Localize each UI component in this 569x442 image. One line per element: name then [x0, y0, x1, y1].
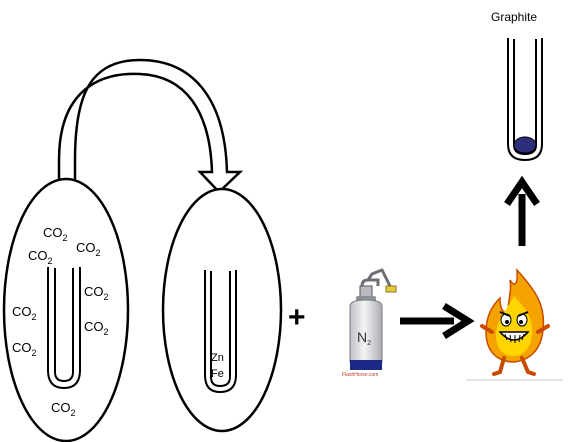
co2-label: CO2 [84, 319, 109, 337]
plus-sign: + [288, 301, 306, 334]
right-arrow-icon [400, 303, 475, 339]
svg-text:CO2: CO2 [12, 340, 37, 358]
flame-mascot-icon [466, 267, 563, 381]
co2-label: CO2 [12, 340, 37, 358]
svg-text:CO2: CO2 [84, 319, 109, 337]
svg-text:CO2: CO2 [28, 248, 53, 266]
middle-ellipse [161, 187, 283, 433]
graphite-label: Graphite [491, 10, 537, 24]
co2-label: CO2 [51, 400, 76, 418]
svg-text:CO2: CO2 [51, 400, 76, 418]
zn-label: Zn [211, 352, 224, 364]
test-tube-icon [47, 267, 81, 390]
graphite-tube: Graphite [491, 10, 543, 162]
co2-label: CO2 [12, 304, 37, 322]
up-arrow-icon [504, 175, 540, 246]
transfer-arrow-icon [57, 58, 244, 194]
svg-text:CO2: CO2 [12, 304, 37, 322]
left-ellipse [2, 177, 130, 442]
co2-container: CO2 CO2 CO2 CO2 CO2 CO2 CO2 CO2 [2, 177, 130, 442]
co2-label: CO2 [43, 225, 68, 243]
svg-text:CO2: CO2 [84, 284, 109, 302]
svg-text:CO2: CO2 [76, 240, 101, 258]
nitrogen-cylinder-icon: N2 FlashHorse.com [342, 268, 397, 378]
test-tube-icon [204, 270, 237, 394]
cylinder-brand-label: FlashHorse.com [342, 372, 378, 378]
svg-text:CO2: CO2 [43, 225, 68, 243]
graphite-sample [513, 136, 537, 154]
n2-label: N2 [357, 329, 371, 347]
fe-label: Fe [211, 368, 224, 380]
co2-label: CO2 [76, 240, 101, 258]
co2-label: CO2 [84, 284, 109, 302]
co2-label: CO2 [28, 248, 53, 266]
metal-container: Zn Fe [161, 187, 283, 433]
